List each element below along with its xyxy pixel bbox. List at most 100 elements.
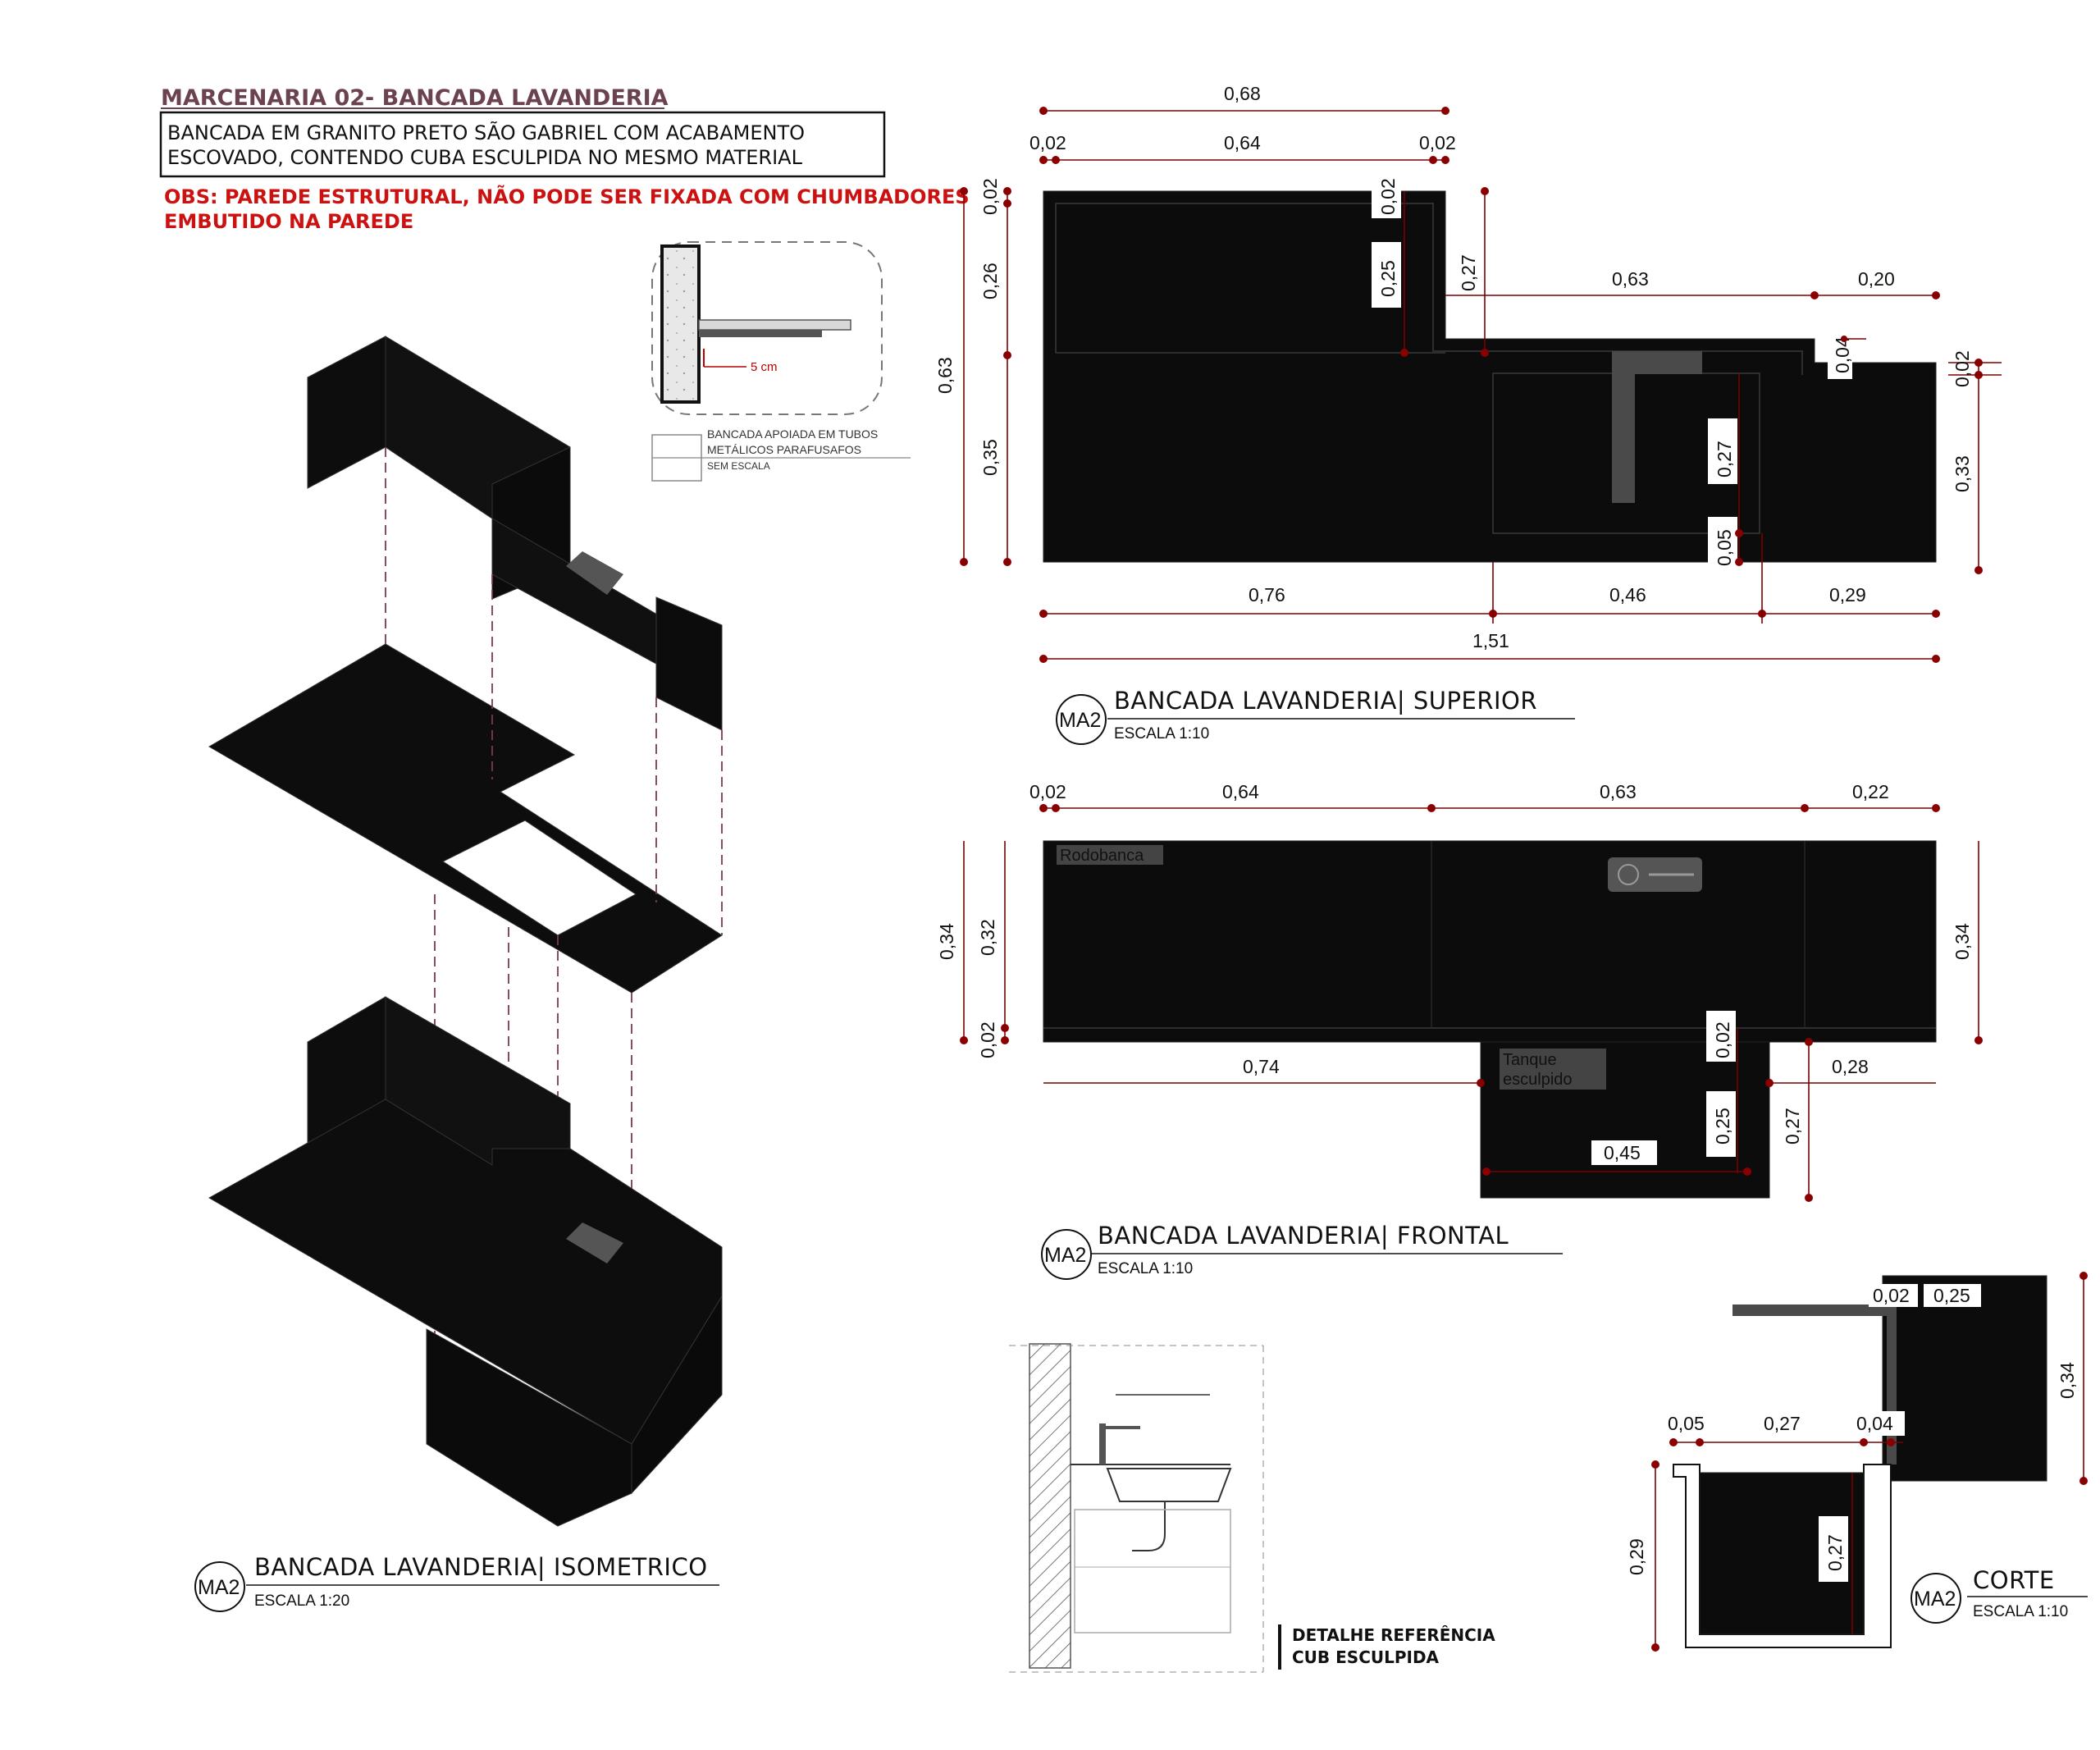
dim-0-04-v: 0,04 bbox=[1832, 336, 1853, 373]
iso-wall-left bbox=[307, 336, 386, 489]
iso-title: BANCADA LAVANDERIA| ISOMETRICO bbox=[254, 1553, 708, 1581]
label-rodobanca: Rodobanca bbox=[1060, 847, 1144, 865]
ref-faucet bbox=[1099, 1423, 1106, 1464]
support-note-2: METÁLICOS PARAFUSAFOS bbox=[707, 443, 861, 456]
corte-tag: MA2 bbox=[1914, 1588, 1956, 1611]
superior-view: 0,68 0,02 0,64 0,02 0,63 0,02 0,26 0,35 … bbox=[934, 83, 2002, 745]
dim-0-68: 0,68 bbox=[1224, 83, 1261, 104]
isometric-view: MA2 BANCADA LAVANDERIA| ISOMETRICO ESCAL… bbox=[194, 336, 723, 1612]
iso-assembled-faucet bbox=[566, 1222, 623, 1263]
frontal-dim-0-02-basin: 0,02 bbox=[1712, 1021, 1733, 1058]
support-dimension: 5 cm bbox=[751, 360, 778, 374]
header-block: MARCENARIA 02- BANCADA LAVANDERIA BANCAD… bbox=[159, 85, 970, 233]
iso-wall-right bbox=[655, 596, 723, 731]
dim-0-02-left: 0,02 bbox=[1029, 132, 1066, 153]
iso-faucet bbox=[566, 551, 623, 595]
frontal-dim-0-02: 0,02 bbox=[1029, 781, 1066, 802]
dim-0-63-v: 0,63 bbox=[934, 357, 956, 394]
label-tanque-1: Tanque bbox=[1503, 1051, 1557, 1069]
support-detail: 5 cm BANCADA APOIADA EM TUBOS METÁLICOS … bbox=[651, 241, 911, 482]
corte-faucet-arm bbox=[1732, 1305, 1897, 1316]
dim-0-63-h: 0,63 bbox=[1612, 268, 1649, 290]
sheet-title: MARCENARIA 02- BANCADA LAVANDERIA bbox=[161, 85, 669, 111]
ref-label-2: CUB ESCULPIDA bbox=[1292, 1647, 1440, 1667]
dim-0-27-v: 0,27 bbox=[1458, 254, 1479, 291]
superior-countertop bbox=[1043, 190, 1937, 563]
frontal-dim-0-32: 0,32 bbox=[977, 919, 998, 956]
detail-bubble bbox=[651, 241, 883, 415]
frontal-dim-0-34-left: 0,34 bbox=[936, 923, 957, 960]
reference-detail: DETALHE REFERÊNCIA CUB ESCULPIDA bbox=[1009, 1343, 1495, 1673]
superior-title: BANCADA LAVANDERIA| SUPERIOR bbox=[1114, 687, 1537, 715]
dim-1-51: 1,51 bbox=[1472, 630, 1509, 651]
dim-0-20-h: 0,20 bbox=[1858, 268, 1895, 290]
ref-label-1: DETALHE REFERÊNCIA bbox=[1292, 1625, 1495, 1645]
dim-0-29: 0,29 bbox=[1829, 584, 1866, 605]
frontal-dim-0-27: 0,27 bbox=[1782, 1108, 1803, 1145]
corte-scale: ESCALA 1:10 bbox=[1973, 1603, 2068, 1620]
frontal-title: BANCADA LAVANDERIA| FRONTAL bbox=[1098, 1222, 1509, 1250]
corte-tag-circle bbox=[1911, 1573, 1961, 1624]
corte-dim-0-25: 0,25 bbox=[1933, 1285, 1970, 1306]
frontal-tag: MA2 bbox=[1044, 1244, 1086, 1267]
dim-0-46: 0,46 bbox=[1609, 584, 1646, 605]
superior-tag-circle bbox=[1056, 694, 1107, 745]
ref-basin bbox=[1106, 1468, 1232, 1502]
dim-0-02-right-v: 0,02 bbox=[1952, 350, 1973, 387]
corte-dim-0-05: 0,05 bbox=[1668, 1413, 1705, 1434]
corte-backsplash bbox=[1882, 1275, 2048, 1482]
corte-dim-0-27-h: 0,27 bbox=[1764, 1413, 1801, 1434]
frontal-tag-circle bbox=[1041, 1229, 1092, 1280]
dim-0-05-sink: 0,05 bbox=[1714, 529, 1735, 566]
corte-dim-0-34: 0,34 bbox=[2057, 1362, 2078, 1399]
superior-faucet-spout bbox=[1612, 351, 1635, 503]
frontal-dim-0-45: 0,45 bbox=[1604, 1142, 1641, 1163]
frontal-dim-0-64: 0,64 bbox=[1222, 781, 1259, 802]
dim-0-02-inner: 0,02 bbox=[1377, 178, 1399, 215]
iso-tag-circle bbox=[194, 1561, 245, 1612]
support-note-1: BANCADA APOIADA EM TUBOS bbox=[707, 427, 878, 441]
iso-countertop bbox=[208, 643, 723, 994]
label-tanque-2: esculpido bbox=[1503, 1071, 1573, 1089]
iso-sink-opening bbox=[441, 820, 637, 936]
frontal-dim-0-22: 0,22 bbox=[1852, 781, 1889, 802]
ref-wall-hatch bbox=[1029, 1343, 1071, 1669]
superior-tag: MA2 bbox=[1059, 709, 1101, 732]
corte-dim-0-02: 0,02 bbox=[1873, 1285, 1910, 1306]
dim-0-76: 0,76 bbox=[1249, 584, 1285, 605]
spec-line-2: ESCOVADO, CONTENDO CUBA ESCULPIDA NO MES… bbox=[167, 146, 803, 169]
obs-line-2: EMBUTIDO NA PAREDE bbox=[164, 210, 413, 233]
obs-line-1: OBS: PAREDE ESTRUTURAL, NÃO PODE SER FIX… bbox=[164, 185, 970, 208]
countertop-section bbox=[698, 319, 851, 331]
frontal-dim-0-63: 0,63 bbox=[1600, 781, 1637, 802]
corte-title: CORTE bbox=[1973, 1566, 2055, 1594]
frontal-view: Rodobanca Tanque esculpido 0,02 0,64 0,6… bbox=[936, 781, 1983, 1280]
superior-scale: ESCALA 1:10 bbox=[1114, 725, 1209, 742]
iso-tag: MA2 bbox=[198, 1576, 240, 1599]
dim-0-64: 0,64 bbox=[1224, 132, 1261, 153]
frontal-dim-0-28: 0,28 bbox=[1832, 1056, 1869, 1077]
spec-line-1: BANCADA EM GRANITO PRETO SÃO GABRIEL COM… bbox=[167, 120, 805, 144]
frontal-scale: ESCALA 1:10 bbox=[1098, 1260, 1193, 1277]
corte-dim-0-04: 0,04 bbox=[1856, 1413, 1893, 1434]
dim-0-35-v: 0,35 bbox=[979, 439, 1001, 476]
frontal-dim-0-34-right: 0,34 bbox=[1952, 923, 1973, 960]
corte-view: 0,02 0,25 0,34 0,05 0,27 0,04 0,29 0,27 … bbox=[1626, 1272, 2088, 1652]
dim-0-02-v: 0,02 bbox=[979, 178, 1001, 215]
dim-0-02-right: 0,02 bbox=[1419, 132, 1456, 153]
ref-siphon bbox=[1132, 1501, 1166, 1551]
support-note-3: SEM ESCALA bbox=[707, 460, 770, 472]
dim-0-25-inner: 0,25 bbox=[1377, 260, 1399, 297]
metal-tube bbox=[699, 330, 822, 337]
dim-0-33-v: 0,33 bbox=[1952, 455, 1973, 492]
iso-scale: ESCALA 1:20 bbox=[254, 1592, 349, 1610]
frontal-dim-0-02-v: 0,02 bbox=[977, 1021, 998, 1058]
frontal-dim-0-25: 0,25 bbox=[1712, 1108, 1733, 1145]
frontal-dim-0-74: 0,74 bbox=[1243, 1056, 1280, 1077]
wall-section bbox=[660, 244, 701, 404]
ref-cabinet bbox=[1074, 1509, 1231, 1633]
frontal-countertop bbox=[1043, 840, 1937, 1043]
dim-0-26-v: 0,26 bbox=[979, 263, 1001, 299]
corte-dim-0-29: 0,29 bbox=[1626, 1538, 1647, 1575]
